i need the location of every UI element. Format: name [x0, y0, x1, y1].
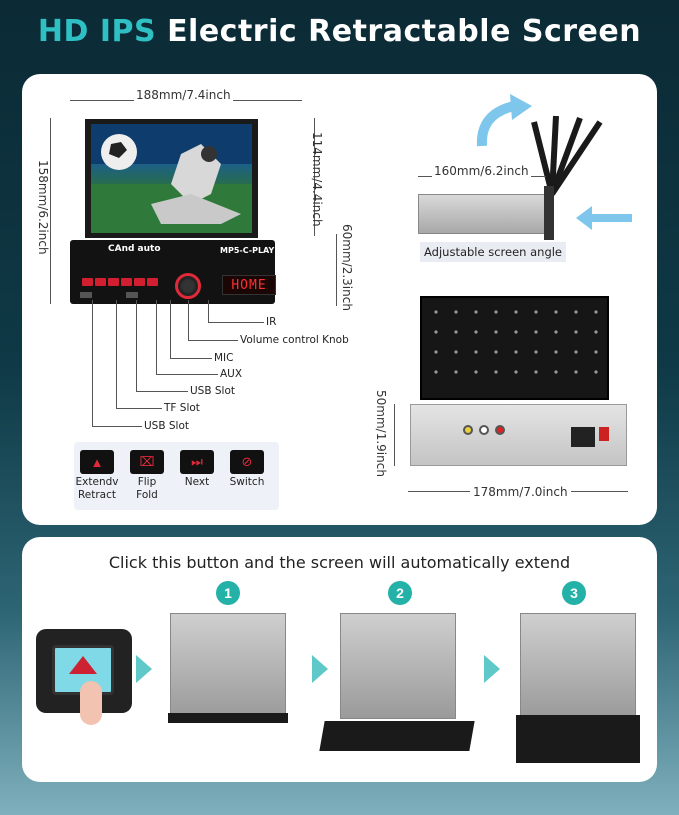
callout-tf-slot: TF Slot — [164, 402, 200, 414]
screen-angle-illustration — [531, 115, 603, 196]
callout-line-tf — [116, 300, 117, 408]
callout-line-ir-h — [208, 322, 264, 323]
step-badge-3: 3 — [562, 581, 586, 605]
radio-button-1[interactable] — [82, 278, 93, 286]
func-label-switch: Switch — [229, 476, 265, 488]
page-title: HD IPS Electric Retractable Screen — [0, 14, 679, 49]
chevron-right-icon-2 — [312, 655, 328, 683]
rca-jack-white — [479, 425, 489, 435]
eject-icon-bottom — [69, 656, 97, 674]
chevron-right-icon-3 — [484, 655, 500, 683]
callout-line-aux-h — [156, 374, 218, 375]
step-1-face — [168, 713, 288, 723]
callout-line-knob-h — [188, 340, 238, 341]
step-3-face — [516, 715, 640, 763]
usb-port-rear — [126, 292, 138, 298]
push-arrow-icon — [576, 206, 632, 230]
height-dim: 158mm/6.2inch — [36, 160, 50, 255]
flip-icon: ⌧ — [130, 450, 164, 474]
chevron-right-icon-1 — [136, 655, 152, 683]
instructions-panel: Click this button and the screen will au… — [22, 537, 657, 782]
model-label: MP5-C-PLAY — [220, 246, 275, 255]
body-height-line — [336, 234, 337, 306]
step-3-unit — [520, 613, 636, 719]
specs-panel: 188mm/7.4inch 158mm/6.2inch 114mm/4.4inc… — [22, 74, 657, 525]
callout-usb-slot: USB Slot — [190, 385, 236, 397]
radio-display: HOME — [222, 275, 276, 295]
radio-button-5[interactable] — [134, 278, 145, 286]
harness-connector — [571, 427, 595, 447]
body-height-dim: 60mm/2.3inch — [340, 224, 354, 311]
rear-body-image — [410, 404, 627, 466]
func-label-next: Next — [184, 476, 210, 488]
side-unit-image — [418, 194, 546, 234]
step-1-unit — [170, 613, 286, 719]
side-unit-face — [544, 186, 554, 240]
side-depth-dim: 160mm/6.2inch — [432, 164, 531, 178]
volume-knob[interactable] — [175, 273, 201, 299]
callout-usb-slot-2: USB Slot — [144, 420, 190, 432]
callout-line-usb — [136, 300, 137, 391]
callout-line-usb2-h — [92, 426, 142, 427]
title-hd: HD IPS — [37, 14, 157, 49]
eject-icon: ▲ — [80, 450, 114, 474]
rca-jack-yellow — [463, 425, 473, 435]
step-badge-1: 1 — [216, 581, 240, 605]
callout-volume-knob: Volume control Knob — [240, 334, 349, 346]
callout-line-usb2 — [92, 300, 93, 426]
width-dim: 188mm/7.4inch — [134, 88, 233, 102]
screen-height-dim: 114mm/4.4inch — [310, 132, 324, 227]
rear-screen-image — [420, 296, 609, 400]
callout-ir: IR — [266, 316, 277, 328]
radio-screen-image — [85, 119, 258, 238]
callout-mic: MIC — [214, 352, 234, 364]
next-icon: ⏭ — [180, 450, 214, 474]
brand-logo: CAnd auto — [108, 244, 161, 254]
step-2-unit — [340, 613, 456, 719]
height-line — [50, 118, 51, 304]
extend-button-illustration — [36, 629, 132, 725]
curved-arrow-icon — [476, 94, 532, 147]
callout-line-mic — [170, 300, 171, 358]
callout-line-usb-h — [136, 391, 188, 392]
soccer-scene-illustration — [91, 124, 252, 233]
radio-button-3[interactable] — [108, 278, 119, 286]
adjustable-angle-label: Adjustable screen angle — [420, 242, 567, 262]
rear-width-dim: 178mm/7.0inch — [470, 485, 571, 499]
callout-line-aux — [156, 300, 157, 374]
usb-port-front — [80, 292, 92, 298]
fuse — [599, 427, 609, 441]
radio-button-4[interactable] — [121, 278, 132, 286]
switch-icon: ⊘ — [230, 450, 264, 474]
radio-button-6[interactable] — [147, 278, 158, 286]
led-grid — [434, 310, 598, 374]
callout-line-tf-h — [116, 408, 162, 409]
callout-line-mic-h — [170, 358, 212, 359]
radio-button-2[interactable] — [95, 278, 106, 286]
callout-line-ir — [208, 300, 209, 322]
screen-height-line — [314, 118, 315, 236]
rca-jack-red — [495, 425, 505, 435]
step-badge-2: 2 — [388, 581, 412, 605]
callout-aux: AUX — [220, 368, 243, 380]
finger-icon — [80, 681, 102, 725]
title-rest: Electric Retractable Screen — [167, 14, 642, 49]
callout-line-knob — [188, 300, 189, 340]
instruction-text: Click this button and the screen will au… — [108, 553, 571, 572]
rear-height-line — [394, 404, 395, 466]
rear-height-dim: 50mm/1.9inch — [374, 390, 388, 477]
step-2-face — [319, 721, 475, 751]
